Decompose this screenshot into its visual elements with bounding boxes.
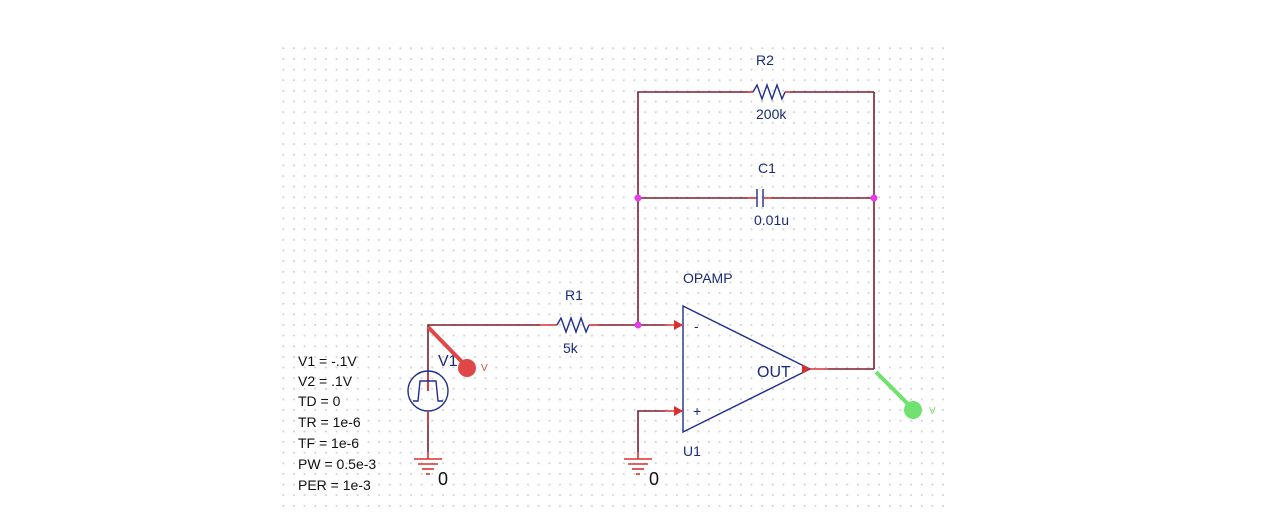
junction-dot	[634, 194, 642, 202]
probe-output-label: V	[929, 406, 936, 417]
c1-value: 0.01u	[754, 212, 789, 228]
v1-param: V1 = -.1V	[298, 353, 357, 369]
opamp-u1[interactable]: - + OUT OPAMP U1	[665, 270, 828, 459]
opamp-model: OPAMP	[683, 270, 733, 286]
wire-feedback-top[interactable]	[637, 91, 748, 325]
resistor-r2[interactable]: R2 200k	[748, 52, 790, 122]
voltage-probe-output[interactable]: V	[874, 370, 936, 419]
junction-dot	[870, 194, 878, 202]
v1-param: PW = 0.5e-3	[298, 456, 376, 472]
wire-plus-input[interactable]	[637, 410, 665, 452]
pulse-waveform-icon	[413, 380, 443, 402]
wires	[427, 91, 875, 452]
v1-param: TR = 1e-6	[298, 414, 361, 430]
voltage-probe-input[interactable]: V	[426, 325, 488, 377]
opamp-minus: -	[694, 318, 699, 334]
pulse-source-v1[interactable]: V1	[407, 353, 458, 425]
v1-param: PER = 1e-3	[298, 477, 371, 493]
opamp-ref: U1	[683, 443, 701, 459]
wire-source-top[interactable]	[427, 324, 540, 391]
opamp-out: OUT	[757, 364, 791, 381]
ground-opamp[interactable]: 0	[624, 452, 659, 489]
resistor-r1[interactable]: R1 5k	[540, 287, 598, 356]
ground-source[interactable]: 0	[414, 452, 448, 489]
v1-name: V1	[438, 353, 458, 370]
r2-name: R2	[756, 52, 774, 68]
opamp-plus: +	[693, 403, 701, 419]
r1-name: R1	[565, 287, 583, 303]
r1-value: 5k	[563, 340, 579, 356]
ground-source-label: 0	[438, 469, 448, 489]
ground-opamp-label: 0	[649, 469, 659, 489]
schematic-grid	[275, 40, 945, 510]
v1-param: TD = 0	[298, 393, 341, 409]
v1-param: V2 = .1V	[298, 373, 353, 389]
v1-param: TF = 1e-6	[298, 435, 359, 451]
capacitor-c1[interactable]: C1 0.01u	[748, 160, 789, 228]
junction-dot	[634, 321, 642, 329]
v1-parameters: V1 = -.1V V2 = .1V TD = 0 TR = 1e-6 TF =…	[298, 353, 376, 493]
c1-name: C1	[758, 160, 776, 176]
r2-value: 200k	[756, 106, 787, 122]
junctions	[634, 194, 878, 329]
probe-input-label: V	[481, 363, 488, 374]
